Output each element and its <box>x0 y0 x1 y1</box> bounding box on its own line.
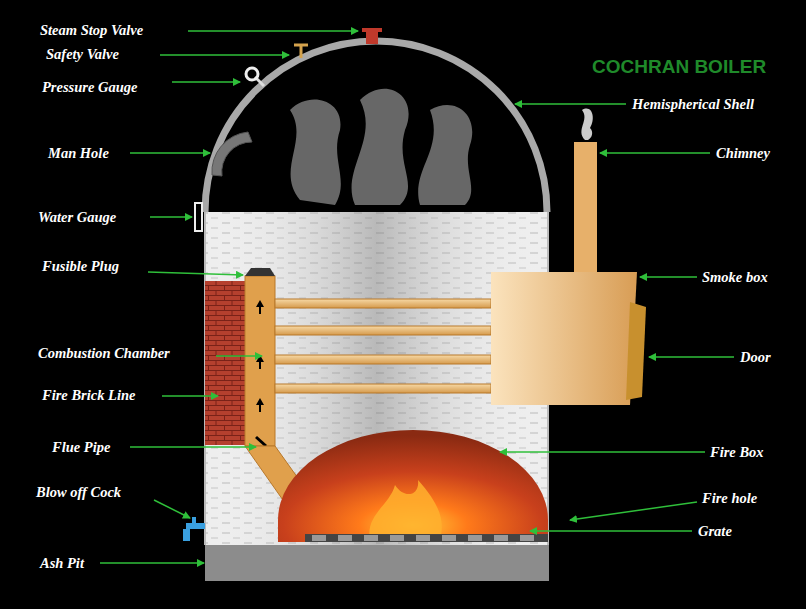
part-label: Man Hole <box>48 146 109 161</box>
part-label: Chimney <box>716 146 770 161</box>
part-label: Fire Brick Line <box>42 388 135 403</box>
part-label: Fire hole <box>702 491 757 506</box>
part-label: Fusible Plug <box>42 259 119 274</box>
part-label: Blow off Cock <box>36 485 121 500</box>
part-label: Ash Pit <box>40 556 84 571</box>
part-label: Grate <box>698 524 732 539</box>
part-label: Safety Valve <box>46 47 119 62</box>
part-label: Pressure Gauge <box>42 80 137 95</box>
part-label: Water Gauge <box>38 210 116 225</box>
part-label: Door <box>740 350 771 365</box>
part-label: Smoke box <box>702 270 768 285</box>
part-label: Steam Stop Valve <box>40 23 143 38</box>
part-label: Flue Pipe <box>52 440 110 455</box>
diagram-title: COCHRAN BOILER <box>592 57 766 76</box>
part-label: Fire Box <box>710 445 764 460</box>
part-label: Hemispherical Shell <box>632 97 754 112</box>
part-label: Combustion Chamber <box>38 346 170 361</box>
